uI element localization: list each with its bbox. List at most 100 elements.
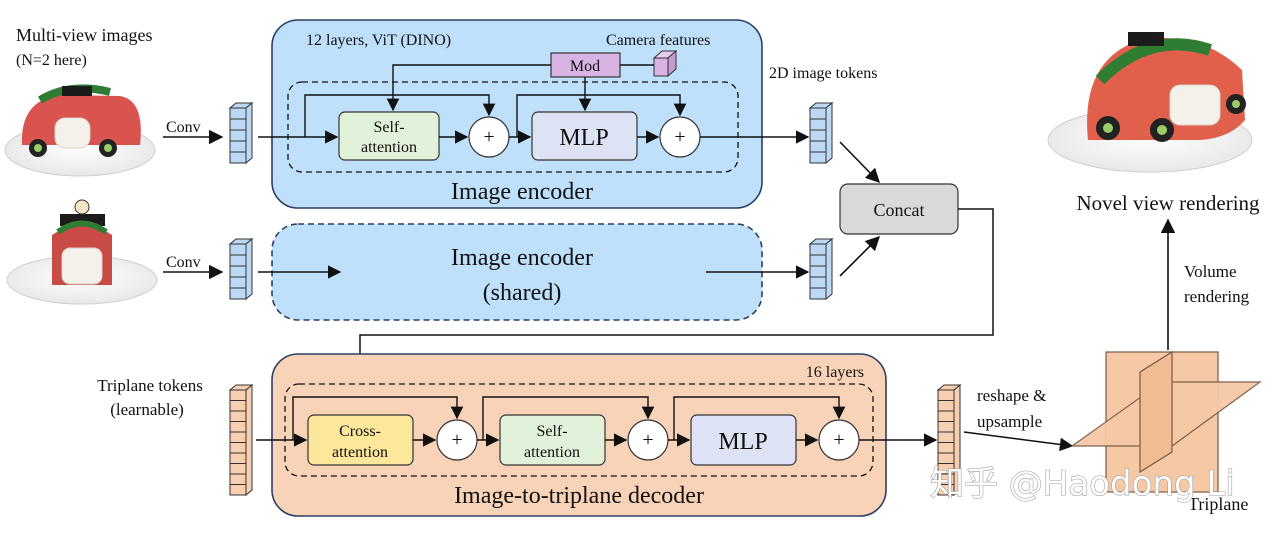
token-cell [937, 442, 955, 454]
volume-rendering-label-2: rendering [1184, 287, 1250, 306]
token-cell [229, 452, 247, 464]
token-stack-side [825, 237, 833, 301]
token-cell [229, 389, 247, 401]
token-cell [809, 107, 827, 120]
novel-view-rendering-image [1047, 32, 1253, 173]
encoder-self-attention-block [338, 111, 440, 161]
image-tokens-stack-1 [228, 101, 254, 165]
encoder-residual-2 [516, 94, 687, 137]
token-cell [229, 254, 247, 267]
token-cell [229, 463, 247, 475]
decoder-add-label-3: + [833, 429, 844, 451]
decoder-self-attention-label-1: Self- [536, 423, 567, 440]
decoder-title: Image-to-triplane decoder [454, 483, 704, 509]
triplane-tokens-label: Triplane tokens [97, 376, 203, 395]
conv-label-1: Conv [166, 119, 201, 136]
token-cell [809, 265, 827, 278]
token-cell [809, 276, 827, 289]
token-cell [809, 118, 827, 131]
input-image-2 [6, 199, 158, 305]
token-cell [229, 118, 247, 131]
tokens-to-concat-arrow-2 [839, 235, 881, 277]
token-cell [229, 243, 247, 256]
token-cell [937, 400, 955, 412]
token-cell [229, 265, 247, 278]
decoder-residual-3 [673, 396, 846, 440]
decoder-residual-1 [292, 396, 464, 440]
encoder-add-label-1: + [483, 126, 494, 148]
output-triplane-tokens-stack [936, 383, 962, 497]
mod-label: Mod [570, 58, 600, 75]
token-cell [937, 421, 955, 433]
token-cell [809, 243, 827, 256]
multi-view-images-title: Multi-view images [16, 25, 152, 45]
token-cell [229, 107, 247, 120]
token-cell [809, 287, 827, 300]
token-cell [229, 484, 247, 496]
watermark: 知乎 @Haodong Li [930, 464, 1235, 504]
token-cell [229, 410, 247, 422]
shared-encoder-title: Image encoder [451, 245, 593, 271]
decoder-layer-repeat-box [284, 383, 874, 477]
tokens-to-concat-arrow-1 [839, 141, 881, 184]
decoder-mlp-label: MLP [718, 429, 767, 455]
token-cell [809, 140, 827, 153]
token-cell [229, 400, 247, 412]
token-cell [809, 151, 827, 164]
camera-features-cube-icon [652, 49, 678, 78]
token-cell [937, 410, 955, 422]
encoder-layers-label: 12 layers, ViT (DINO) [306, 32, 451, 49]
cross-attention-label-2: attention [332, 444, 388, 461]
token-cell [229, 276, 247, 289]
encoder-mlp-label: MLP [559, 125, 608, 151]
encoded-tokens-stack-1 [808, 101, 834, 165]
decoder-add-label-1: + [451, 429, 462, 451]
multi-view-images-subtitle: (N=2 here) [16, 52, 87, 69]
token-cell [937, 431, 955, 443]
image-tokens-stack-2 [228, 237, 254, 301]
token-cell [809, 129, 827, 142]
encoder-self-attention-label-1: Self- [373, 119, 404, 136]
encoder-mlp-block [531, 111, 638, 161]
concat-label: Concat [874, 200, 925, 220]
triplane-tokens-sublabel: (learnable) [110, 400, 184, 419]
decoder-layers-label: 16 layers [806, 364, 864, 381]
encoder-layer-repeat-box [287, 81, 739, 173]
encoder-residual-1 [304, 94, 496, 137]
conv-label-2: Conv [166, 254, 201, 271]
decoder-add-label-2: + [642, 429, 653, 451]
token-cell [229, 287, 247, 300]
2d-image-tokens-label: 2D image tokens [769, 65, 877, 82]
triplane-tokens-stack [228, 383, 254, 497]
reshape-label-1: reshape & [977, 386, 1046, 405]
token-cell [809, 254, 827, 267]
token-stack-side [245, 101, 253, 165]
reshape-label-2: upsample [977, 412, 1042, 431]
token-cell [937, 484, 955, 496]
decoder-self-attention-label-2: attention [524, 444, 580, 461]
token-stack-side [245, 237, 253, 301]
encoder-add-label-2: + [674, 126, 685, 148]
image-encoder-title: Image encoder [451, 179, 593, 205]
token-cell [937, 389, 955, 401]
cross-attention-label-1: Cross- [339, 423, 381, 440]
input-image-1 [4, 84, 156, 177]
encoded-tokens-stack-2 [808, 237, 834, 301]
reshape-arrow [963, 431, 1074, 452]
triplane-illustration [1070, 350, 1262, 493]
decoder-residual-2 [482, 396, 655, 440]
novel-view-rendering-label: Novel view rendering [1076, 191, 1260, 215]
volume-rendering-label-1: Volume [1184, 262, 1237, 281]
token-cell [229, 431, 247, 443]
triplane-label: Triplane [1188, 494, 1248, 514]
token-cell [229, 473, 247, 485]
token-stack-side [825, 101, 833, 165]
token-cell [229, 129, 247, 142]
camera-features-label: Camera features [606, 32, 710, 49]
shared-encoder-subtitle: (shared) [483, 280, 562, 306]
token-stack-side [245, 383, 253, 497]
encoder-self-attention-label-2: attention [361, 139, 417, 156]
token-cell [937, 452, 955, 464]
token-cell [229, 151, 247, 164]
